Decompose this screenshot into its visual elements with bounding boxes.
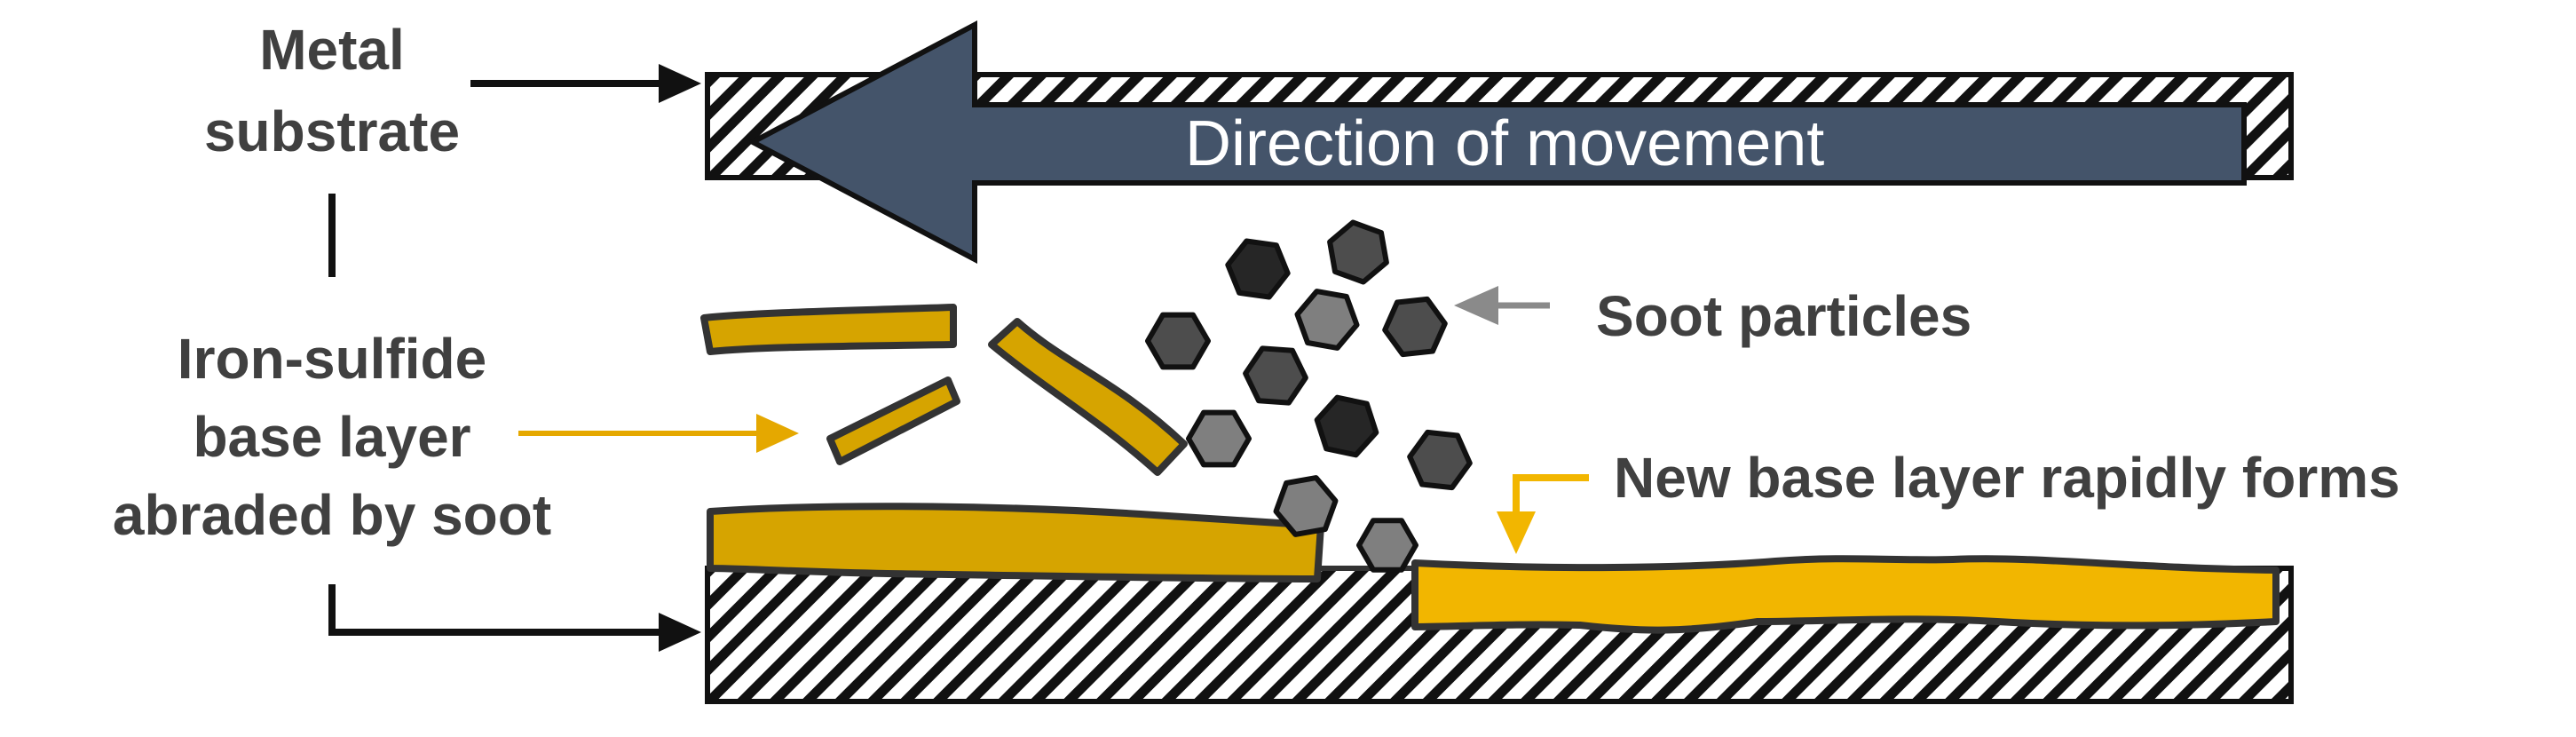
soot-particle xyxy=(1294,289,1360,351)
soot-arrowhead xyxy=(1454,286,1498,325)
soot-particles xyxy=(1145,219,1473,573)
soot-particle xyxy=(1145,312,1211,370)
iron-sulfide-arrowhead xyxy=(756,414,799,453)
new-base-layer xyxy=(1411,555,2280,634)
direction-label: Direction of movement xyxy=(1185,108,1824,179)
soot-particle xyxy=(1225,238,1291,300)
direction-arrow xyxy=(747,20,2247,264)
metal-substrate-label-line2: substrate xyxy=(204,99,460,163)
soot-particle xyxy=(1327,219,1389,285)
soot-particle xyxy=(1407,429,1473,491)
iron-sulfide-label-line2: base layer xyxy=(193,405,470,469)
soot-particle xyxy=(1314,394,1379,458)
iron-sulfide-label-line3: abraded by soot xyxy=(113,483,551,547)
soot-particle xyxy=(1273,475,1339,537)
new-base-layer-label: New base layer rapidly forms xyxy=(1614,446,2400,510)
metal-substrate-label-line1: Metal xyxy=(259,18,405,82)
old-base-layer xyxy=(707,503,1324,582)
flake-3 xyxy=(988,318,1188,476)
soot-particle xyxy=(1243,345,1308,406)
soot-particle xyxy=(1382,296,1448,358)
new-layer-arrowhead xyxy=(1497,511,1536,554)
new-layer-arrow-line xyxy=(1513,474,1589,513)
metal-substrate-top-arrowhead xyxy=(659,64,701,103)
flake-2 xyxy=(826,376,960,465)
metal-substrate-bottom-bracket xyxy=(328,584,666,636)
soot-particles-label: Soot particles xyxy=(1596,284,1972,348)
metal-substrate-bottom-arrowhead xyxy=(659,613,701,652)
flake-1 xyxy=(700,304,957,355)
soot-particle xyxy=(1186,409,1252,468)
iron-sulfide-label-line1: Iron-sulfide xyxy=(178,327,486,391)
soot-particle xyxy=(1356,518,1418,573)
